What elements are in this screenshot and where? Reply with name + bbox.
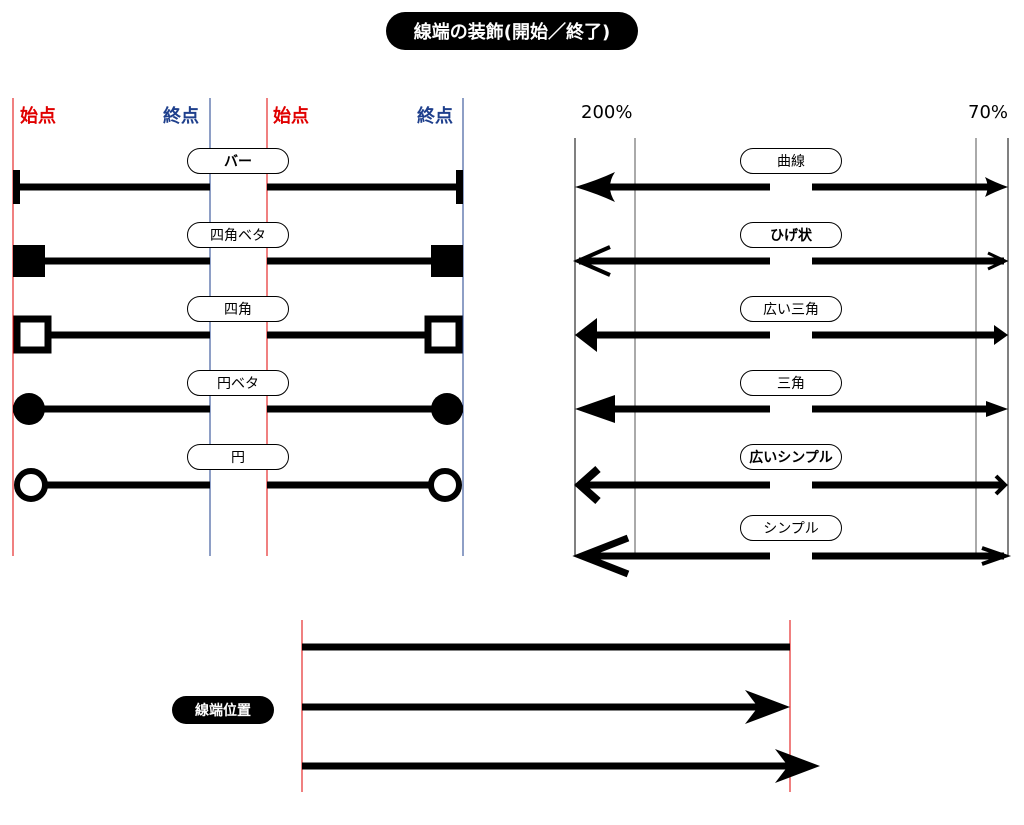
style-label-whisker: ひげ状 xyxy=(740,222,842,248)
end-label: 終点 xyxy=(417,106,453,127)
end-label: 終点 xyxy=(163,106,199,127)
scale-200-label: 200% xyxy=(581,102,633,123)
wide-simple-arrow-row xyxy=(573,466,1008,504)
start-label: 始点 xyxy=(273,106,309,127)
style-label-square: 四角 xyxy=(187,296,289,322)
filled-square-end-row xyxy=(13,245,463,277)
simple-arrow-row xyxy=(572,534,1012,578)
style-label-wide-triangle: 広い三角 xyxy=(740,296,842,322)
style-label-filled-square: 四角ベタ xyxy=(187,222,289,248)
start-label: 始点 xyxy=(20,106,56,127)
whisker-arrow-row xyxy=(573,245,1009,277)
style-label-circle: 円 xyxy=(187,444,289,470)
style-label-filled-circle: 円ベタ xyxy=(187,370,289,396)
style-label-bar: バー xyxy=(187,148,289,174)
style-label-wide-simple: 広いシンプル xyxy=(740,444,842,470)
diagram-title: 線端の装飾(開始／終了) xyxy=(386,12,638,50)
bar-end-row xyxy=(13,170,463,204)
hollow-circle-end-row xyxy=(14,468,462,502)
scale-70-label: 70% xyxy=(968,102,1009,123)
triangle-arrow-row xyxy=(575,395,1008,423)
arrow-beyond-end xyxy=(302,749,820,783)
curved-arrow-row xyxy=(575,172,1008,202)
style-label-triangle: 三角 xyxy=(740,370,842,396)
line-end-position-label: 線端位置 xyxy=(172,696,274,724)
style-label-simple: シンプル xyxy=(740,515,842,541)
wide-triangle-arrow-row xyxy=(575,318,1008,352)
filled-circle-end-row xyxy=(13,393,463,425)
hollow-square-end-row xyxy=(13,315,463,354)
arrow-inside-end xyxy=(302,690,790,724)
style-label-curve: 曲線 xyxy=(740,148,842,174)
